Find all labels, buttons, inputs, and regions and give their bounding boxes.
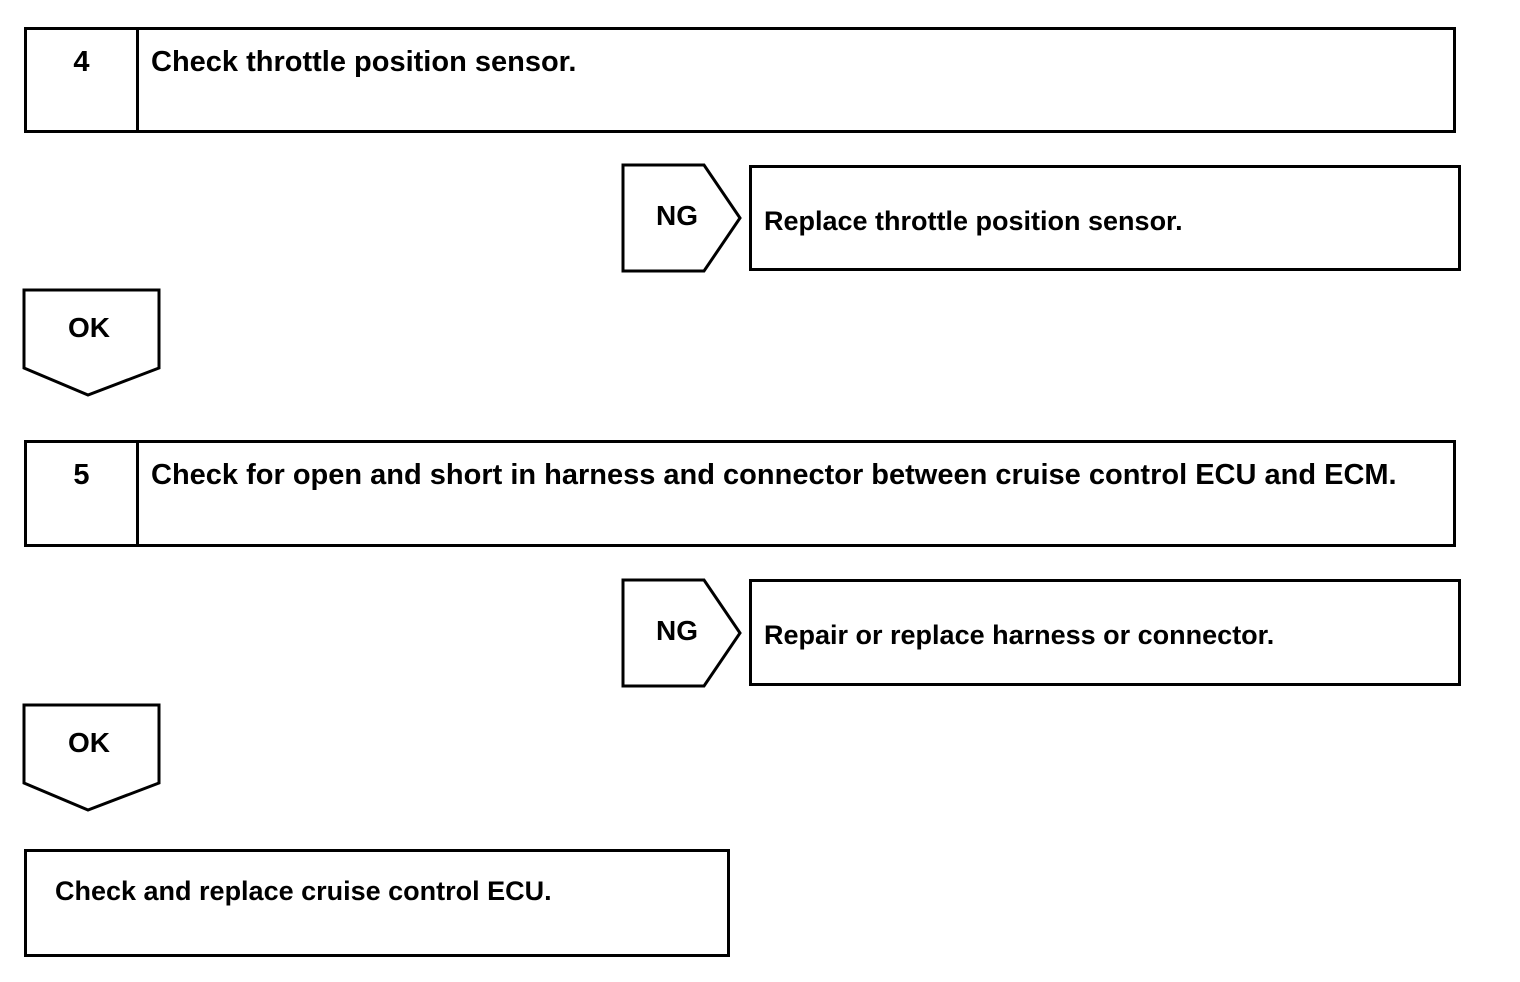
ng-arrow-shape xyxy=(621,578,742,688)
ng-action-text: Replace throttle position sensor. xyxy=(764,206,1183,236)
ok-label: OK xyxy=(68,312,110,343)
ng-result-box: Replace throttle position sensor. xyxy=(749,165,1461,271)
final-action-text: Check and replace cruise control ECU. xyxy=(55,876,552,906)
final-action-box: Check and replace cruise control ECU. xyxy=(24,849,730,957)
ng-action-text: Repair or replace harness or connector. xyxy=(764,620,1275,650)
ok-arrow-shape xyxy=(22,288,161,397)
step-number: 4 xyxy=(27,30,139,130)
step-text: Check throttle position sensor. xyxy=(151,46,577,78)
ng-label: NG xyxy=(656,615,698,646)
ng-arrow-shape xyxy=(621,163,742,273)
ng-result-box: Repair or replace harness or connector. xyxy=(749,579,1461,686)
step-number: 5 xyxy=(27,443,139,544)
step-5-box: 5 Check for open and short in harness an… xyxy=(24,440,1456,547)
ok-arrow-shape xyxy=(22,703,161,812)
step-4-box: 4 Check throttle position sensor. xyxy=(24,27,1456,133)
ok-label: OK xyxy=(68,727,110,758)
step-text: Check for open and short in harness and … xyxy=(151,459,1397,491)
ng-label: NG xyxy=(656,200,698,231)
